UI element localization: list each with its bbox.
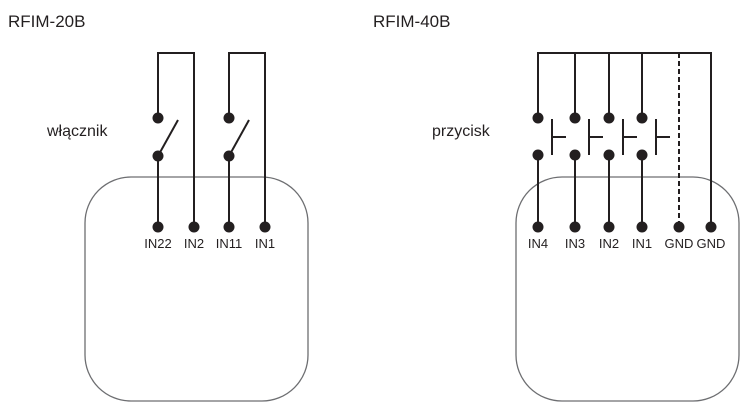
pushbutton-4	[636, 112, 670, 227]
terminal-in11	[223, 221, 235, 233]
switch-lever	[228, 119, 250, 157]
terminal-label: IN11	[216, 236, 243, 251]
terminal-label: IN4	[528, 236, 548, 251]
contact-type-label: włącznik	[46, 123, 108, 140]
button-contact-top	[569, 112, 581, 124]
diagram-title: RFIM-40B	[373, 12, 450, 31]
terminal-label: IN2	[599, 236, 619, 251]
module-housing	[84, 176, 309, 402]
button-contact-top	[603, 112, 615, 124]
terminal-in1	[636, 221, 648, 233]
terminal-label: IN2	[184, 236, 204, 251]
common-bus-wire	[537, 52, 712, 227]
diagram-rfim-40b: RFIM-40B przycisk	[373, 12, 740, 402]
wire	[228, 52, 266, 227]
diagram-title: RFIM-20B	[8, 12, 85, 31]
terminal-label: GND	[665, 236, 694, 251]
button-contact-top	[532, 112, 544, 124]
module-housing	[515, 176, 740, 402]
pushbutton-2	[569, 112, 603, 227]
terminal-in2	[603, 221, 615, 233]
terminal-in22	[152, 221, 164, 233]
terminal-label: IN22	[144, 236, 171, 251]
terminal-label: IN1	[255, 236, 275, 251]
terminal-gnd-1	[673, 221, 685, 233]
terminal-gnd-2	[705, 221, 717, 233]
wire	[157, 52, 195, 227]
contact-type-label: przycisk	[432, 123, 491, 140]
terminal-in2	[188, 221, 200, 233]
switch-contact-top	[223, 112, 235, 124]
terminal-in4	[532, 221, 544, 233]
pushbutton-1	[532, 112, 566, 227]
switch-contact-top	[152, 112, 164, 124]
button-contact-top	[636, 112, 648, 124]
terminal-label: IN1	[632, 236, 652, 251]
pushbutton-3	[603, 112, 637, 227]
switch-circuit-1	[152, 52, 195, 227]
terminal-in3	[569, 221, 581, 233]
terminal-label: GND	[697, 236, 726, 251]
terminal-label: IN3	[565, 236, 585, 251]
terminal-in1	[259, 221, 271, 233]
switch-lever	[157, 119, 179, 157]
diagram-rfim-20b: RFIM-20B włącznik IN22 IN2 IN11 IN1	[8, 12, 309, 402]
switch-circuit-2	[223, 52, 266, 227]
